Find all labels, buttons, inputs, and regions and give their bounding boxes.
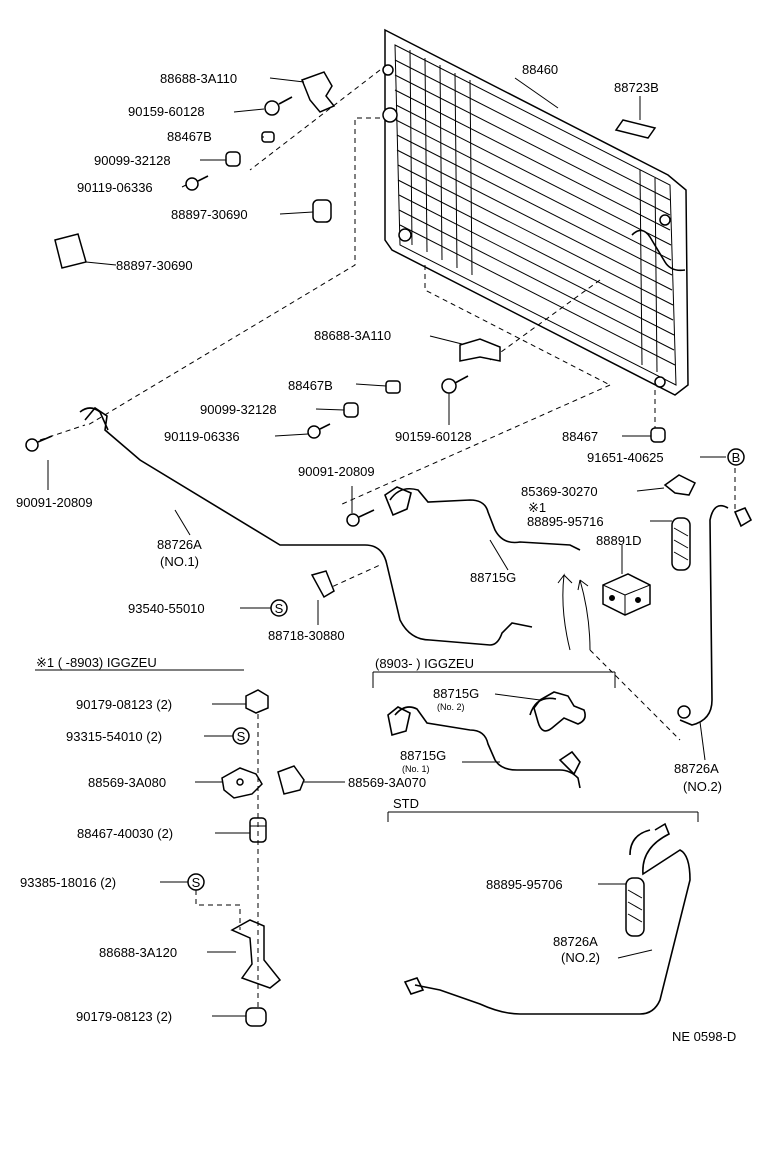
label-90159-60128-mid: 90159-60128 [395, 429, 472, 444]
circle-s-letter: S [237, 729, 246, 744]
label-88726a-no2-right-sub: (NO.2) [683, 779, 722, 794]
bolt-90159-top [264, 96, 293, 116]
insulator-88895-95716 [671, 517, 691, 571]
clamp-85369 [663, 474, 697, 496]
label-88467b-top: 88467B [167, 129, 212, 144]
label-88688-3a120: 88688-3A120 [99, 945, 177, 960]
label-88897-30690-b: 88897-30690 [116, 258, 193, 273]
label-88718-30880: 88718-30880 [268, 628, 345, 643]
label-88726a-no2-right: 88726A [674, 761, 719, 776]
label-93385-18016: 93385-18016 (2) [20, 875, 116, 890]
bolt-90119-mid [307, 423, 331, 439]
label-88726a-std: 88726A [553, 934, 598, 949]
section-header-8903: (8903- ) IGGZEU [375, 656, 474, 671]
nut-90179-bottom [245, 1007, 267, 1027]
collar-90099-mid [343, 402, 359, 418]
hose-88715g-no2 [529, 691, 586, 732]
circle-s-marker-93315: S [232, 727, 250, 745]
label-88460: 88460 [522, 62, 558, 77]
label-88726a-no1: 88726A [157, 537, 202, 552]
cushion-88467-40030 [249, 817, 267, 843]
bolt-90091-left [25, 435, 53, 452]
label-88688-3a110-mid: 88688-3A110 [314, 328, 391, 343]
hose-88715g [384, 486, 581, 551]
label-88688-3a110-top: 88688-3A110 [160, 71, 237, 86]
collar-90099-top [225, 151, 241, 167]
condenser-assembly [382, 28, 689, 396]
label-88891d: 88891D [596, 533, 642, 548]
label-note-star1: ※1 [528, 500, 546, 515]
label-88726a-no1-sub: (NO.1) [160, 554, 199, 569]
direction-arrows [557, 573, 591, 651]
label-88897-30690-a: 88897-30690 [171, 207, 248, 222]
circle-b-marker: B [727, 448, 745, 466]
label-90179-08123-bottom: 90179-08123 (2) [76, 1009, 172, 1024]
label-88569-3a070: 88569-3A070 [348, 775, 426, 790]
circle-s-letter: S [275, 601, 284, 616]
label-88895-95706: 88895-95706 [486, 877, 563, 892]
label-88715g-no1-sub: (No. 1) [402, 764, 430, 774]
label-88723b-plate [614, 119, 657, 139]
label-90159-60128-top: 90159-60128 [128, 104, 205, 119]
label-90179-08123-top: 90179-08123 (2) [76, 697, 172, 712]
label-85369-30270: 85369-30270 [521, 484, 598, 499]
tube-88726a-std [403, 822, 691, 1015]
bracket-88688-3a110-mid [459, 338, 501, 362]
diagram-reference-code: NE 0598-D [672, 1029, 736, 1044]
section-header-star1: ※1 ( -8903) IGGZEU [36, 655, 157, 670]
bolt-90091-right [346, 509, 375, 527]
tube-88726a-no2-right [677, 504, 753, 726]
nut-90179-top [245, 689, 269, 714]
label-90091-20809-right: 90091-20809 [298, 464, 375, 479]
hose-88715g-no1 [387, 706, 581, 789]
label-88723b: 88723B [614, 80, 659, 95]
bolt-90119-top [185, 175, 209, 191]
bracket-88718 [310, 570, 335, 599]
bracket-88688-3a120 [230, 919, 282, 989]
tube-88726a-no1 [79, 406, 533, 646]
label-88715g-no2: 88715G [433, 686, 479, 701]
circle-s-marker-93540: S [270, 599, 288, 617]
circle-s-letter: S [192, 875, 201, 890]
pad-88897-b [54, 233, 87, 269]
pad-88897-a [312, 199, 332, 223]
label-93315-54010: 93315-54010 (2) [66, 729, 162, 744]
label-90099-32128-mid: 90099-32128 [200, 402, 277, 417]
bracket-88569-3a070 [277, 765, 305, 795]
bracket-88688-3a110-top [301, 71, 336, 113]
block-88891d [602, 573, 651, 616]
cushion-88467b-mid [385, 380, 401, 394]
label-91651-40625: 91651-40625 [587, 450, 664, 465]
clamp-88569-3a080 [221, 767, 263, 799]
circle-s-marker-93385: S [187, 873, 205, 891]
label-90119-06336-top: 90119-06336 [77, 180, 153, 195]
label-88715g-no2-sub: (No. 2) [437, 702, 465, 712]
insulator-88895-95706 [625, 877, 645, 937]
label-88467: 88467 [562, 429, 598, 444]
label-88726a-std-sub: (NO.2) [561, 950, 600, 965]
label-90099-32128-top: 90099-32128 [94, 153, 171, 168]
label-93540-55010: 93540-55010 [128, 601, 205, 616]
bolt-90159-mid [441, 375, 469, 394]
cushion-88467 [650, 427, 666, 443]
label-88715g: 88715G [470, 570, 516, 585]
circle-b-letter: B [732, 450, 741, 465]
label-88895-95716: 88895-95716 [527, 514, 604, 529]
label-88715g-no1: 88715G [400, 748, 446, 763]
label-88569-3a080: 88569-3A080 [88, 775, 166, 790]
label-88467b-mid: 88467B [288, 378, 333, 393]
label-90091-20809-left: 90091-20809 [16, 495, 93, 510]
label-90119-06336-mid: 90119-06336 [164, 429, 240, 444]
section-header-std: STD [393, 796, 419, 811]
label-88467-40030: 88467-40030 (2) [77, 826, 173, 841]
